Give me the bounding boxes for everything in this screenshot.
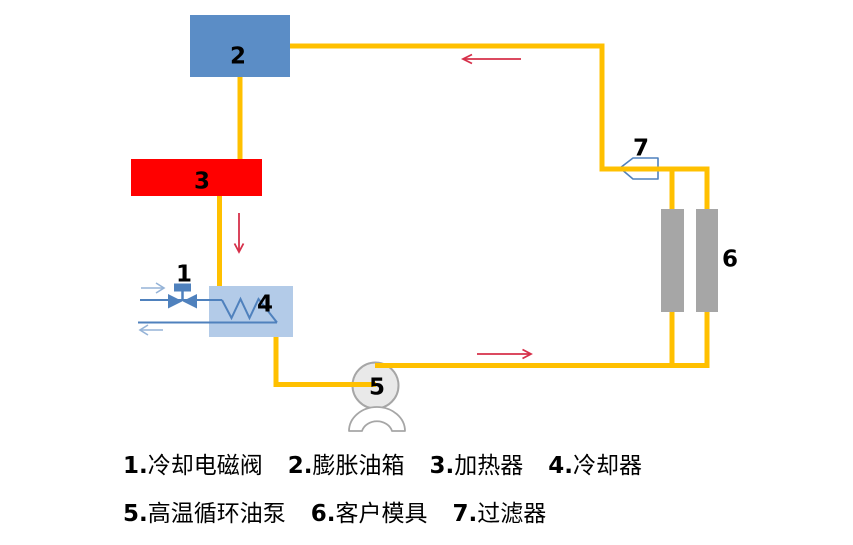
water-out-arrow-head bbox=[138, 324, 149, 336]
mold-plate-left bbox=[661, 209, 684, 312]
legend-row-1: 1. 冷却电磁阀 2. 膨胀油箱 3. 加热器 4. 冷却器 bbox=[123, 452, 642, 480]
legend-name-6: 客户模具 bbox=[335, 501, 428, 527]
legend-name-4: 冷却器 bbox=[573, 453, 642, 479]
legend-num-6: 6. bbox=[310, 501, 336, 527]
valve-right-wedge bbox=[182, 294, 197, 309]
solenoid-valve-symbol bbox=[168, 283, 197, 309]
legend: 1. 冷却电磁阀 2. 膨胀油箱 3. 加热器 4. 冷却器 5. 高温循环油泵 bbox=[123, 452, 642, 545]
legend-item-heater: 3. 加热器 bbox=[430, 452, 524, 480]
mold-plate-right bbox=[696, 209, 718, 312]
heater-number-label: 3 bbox=[193, 168, 211, 195]
legend-item-mold: 6. 客户模具 bbox=[311, 500, 428, 528]
legend-num-7: 7. bbox=[452, 501, 478, 527]
legend-num-1: 1. bbox=[123, 453, 148, 479]
legend-row-2: 5. 高温循环油泵 6. 客户模具 7. 过滤器 bbox=[123, 500, 642, 528]
water-in-arrow-head bbox=[155, 282, 166, 294]
cooling-coil-zigzag bbox=[221, 296, 278, 324]
legend-num-2: 2. bbox=[287, 453, 313, 479]
valve-actuator bbox=[174, 283, 191, 292]
valve-left-wedge bbox=[168, 294, 183, 309]
legend-item-pump: 5. 高温循环油泵 bbox=[123, 500, 286, 528]
legend-item-valve: 1. 冷却电磁阀 bbox=[123, 452, 263, 480]
legend-item-cooler: 4. 冷却器 bbox=[548, 452, 642, 480]
legend-name-5: 高温循环油泵 bbox=[147, 501, 286, 527]
valve-number-label: 1 bbox=[175, 261, 193, 288]
bottom-flow-arrow-head bbox=[522, 348, 533, 360]
cooler-box bbox=[209, 286, 293, 337]
pump-number-label: 5 bbox=[368, 374, 386, 401]
legend-item-filter: 7. 过滤器 bbox=[453, 500, 547, 528]
legend-item-tank: 2. 膨胀油箱 bbox=[288, 452, 405, 480]
tank-number-label: 2 bbox=[229, 43, 247, 70]
mold-number-label: 6 bbox=[721, 246, 739, 273]
expansion-tank-box bbox=[190, 15, 290, 77]
cooler-number-label: 4 bbox=[256, 291, 274, 318]
pump-symbol bbox=[348, 361, 406, 432]
legend-num-3: 3. bbox=[429, 453, 455, 479]
cooling-water-lines bbox=[138, 282, 278, 336]
filter-number-label: 7 bbox=[632, 135, 650, 162]
legend-num-4: 4. bbox=[548, 453, 573, 479]
flow-direction-arrows bbox=[233, 53, 533, 360]
pump-base bbox=[348, 406, 406, 432]
legend-name-7: 过滤器 bbox=[477, 501, 547, 527]
legend-name-1: 冷却电磁阀 bbox=[147, 453, 263, 479]
down-flow-arrow-head bbox=[233, 243, 245, 254]
legend-name-3: 加热器 bbox=[454, 453, 524, 479]
top-flow-arrow-head bbox=[460, 53, 473, 65]
heater-box bbox=[131, 159, 262, 196]
legend-name-2: 膨胀油箱 bbox=[312, 453, 405, 479]
legend-num-5: 5. bbox=[123, 501, 148, 527]
